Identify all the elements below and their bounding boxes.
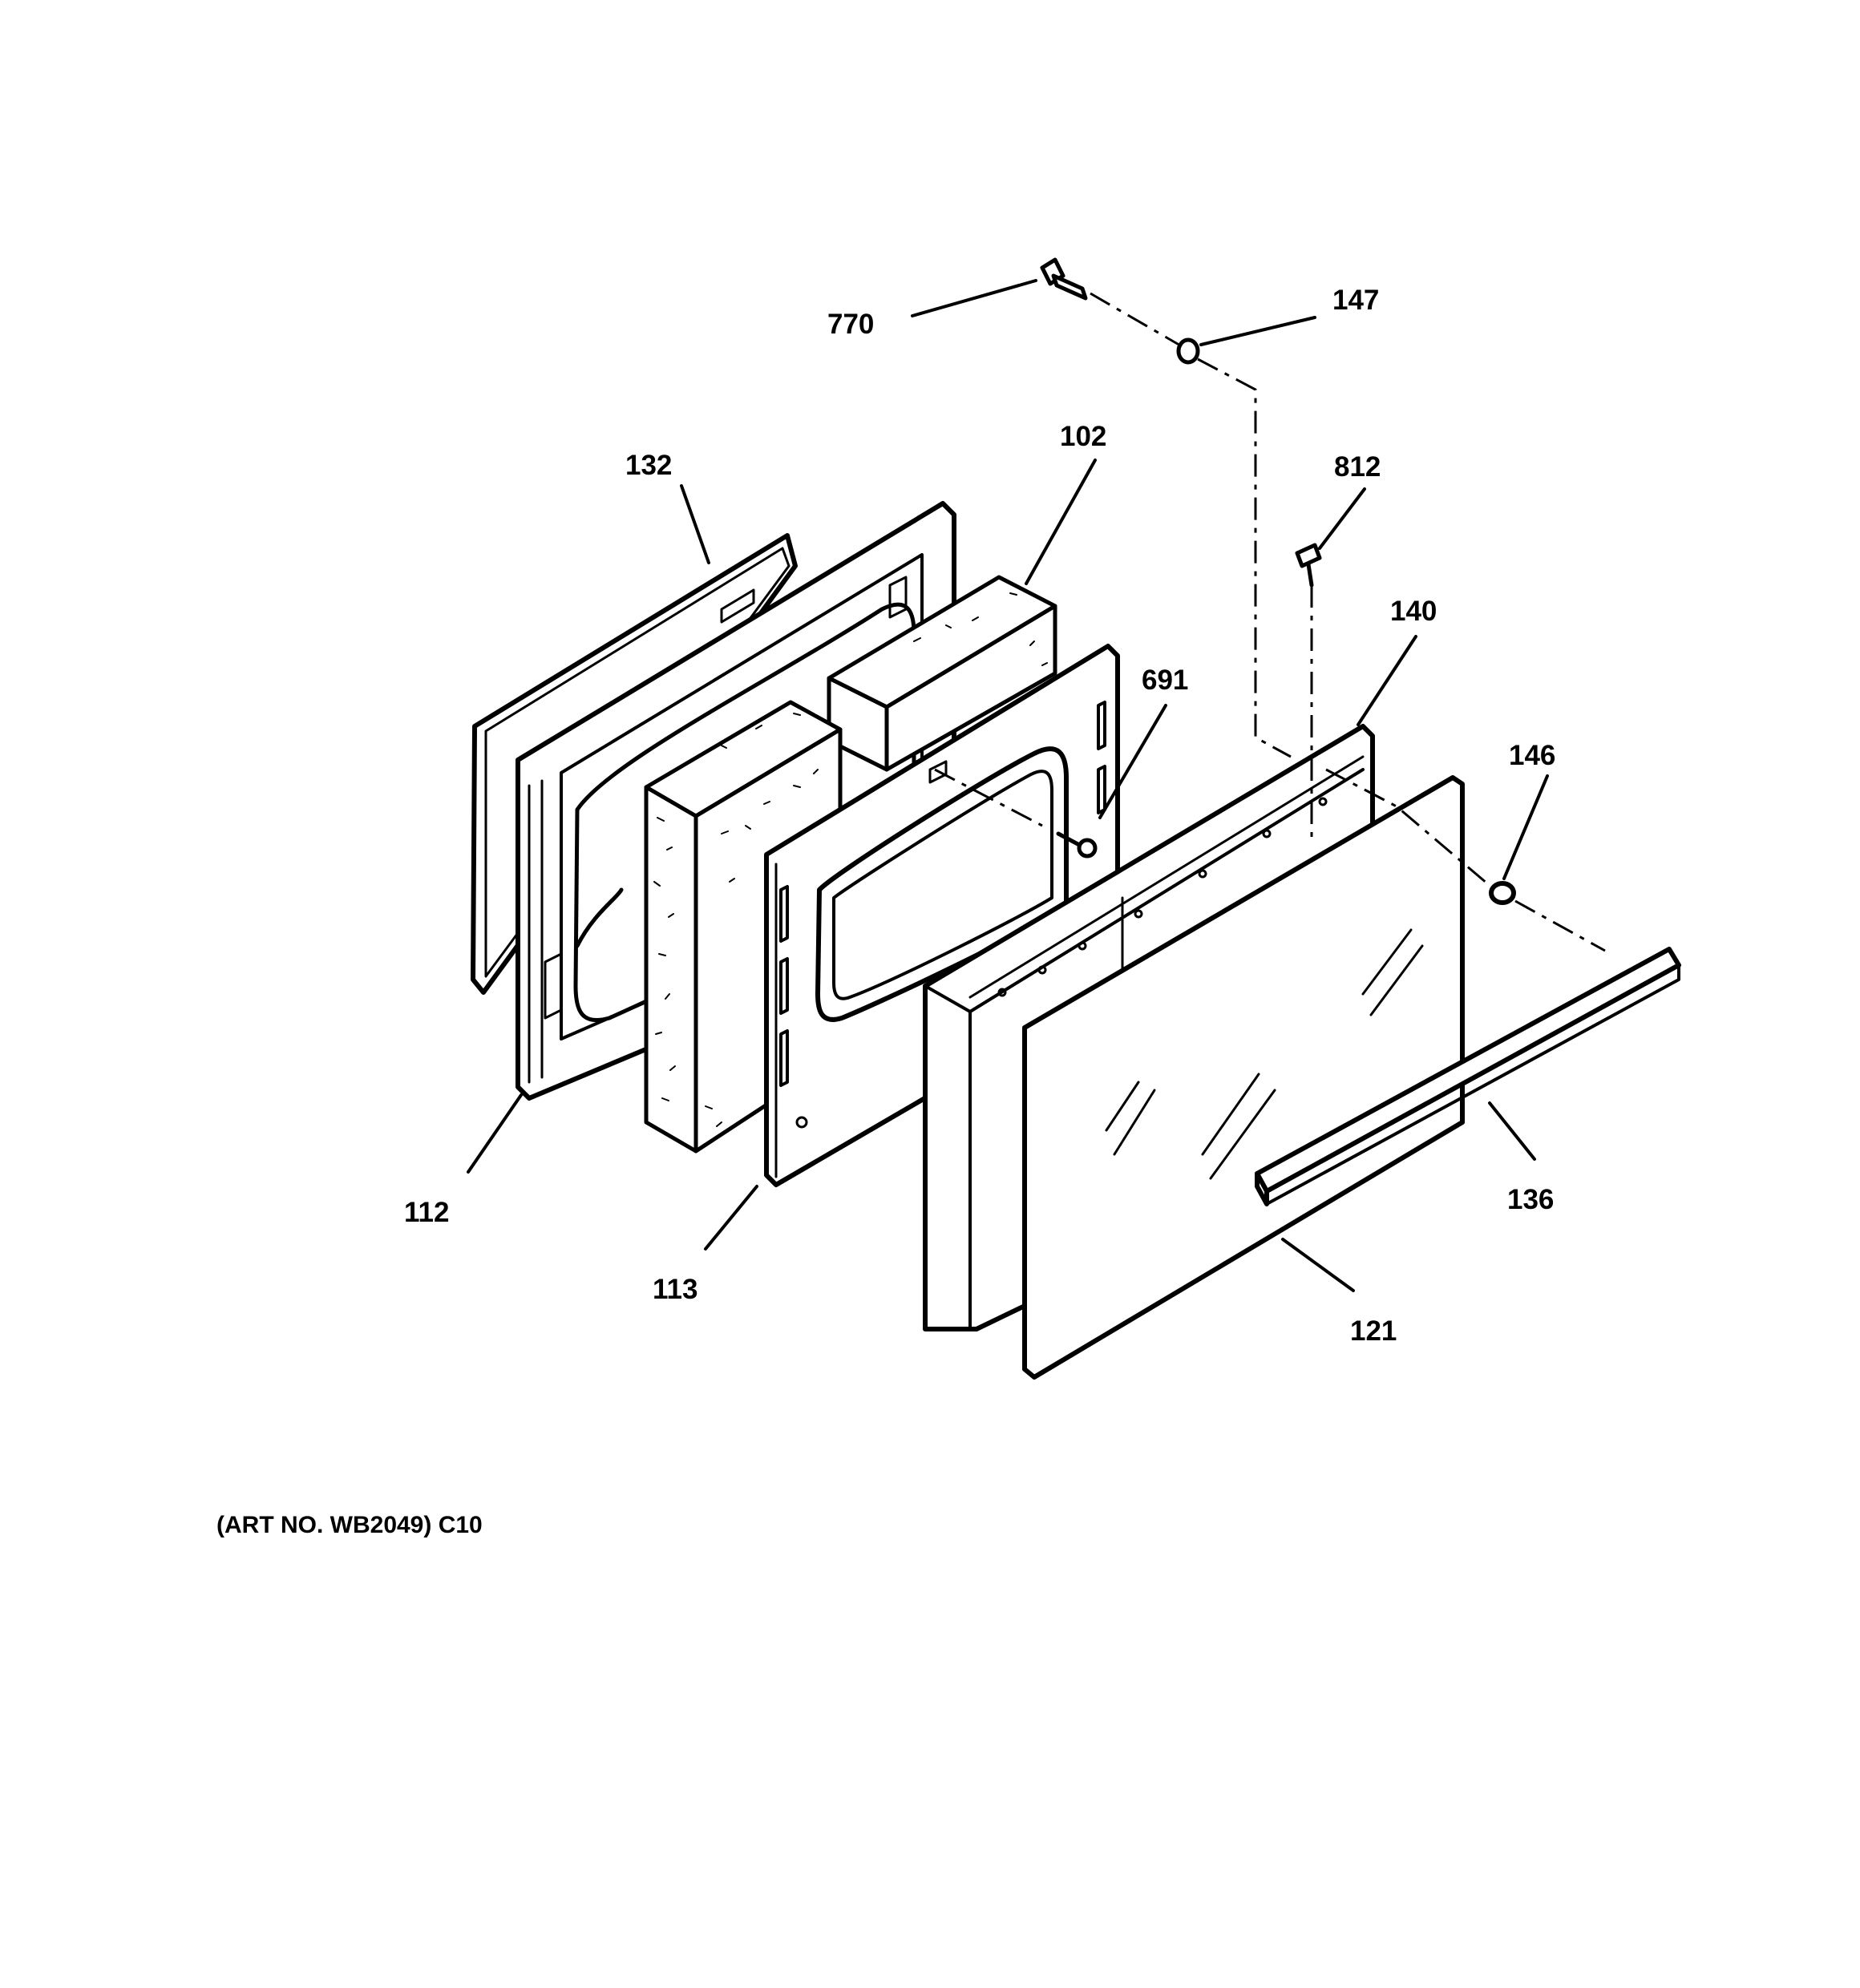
door-handle <box>1255 947 1681 1206</box>
label-121: 121 <box>1350 1315 1397 1347</box>
insulation-block-rear <box>827 575 1057 772</box>
label-136: 136 <box>1507 1184 1554 1215</box>
leader-lines <box>467 279 1549 1292</box>
label-140: 140 <box>1390 596 1437 627</box>
part-labels: 770 147 132 102 812 140 691 146 112 113 … <box>404 285 1555 1347</box>
screw-691 <box>1056 831 1098 859</box>
washer <box>1176 337 1200 365</box>
assembly-lines <box>934 292 1606 952</box>
art-number-caption: (ART NO. WB2049) C10 <box>216 1512 483 1538</box>
label-112: 112 <box>404 1197 449 1228</box>
label-146: 146 <box>1509 740 1555 771</box>
handle-plug <box>1489 881 1516 905</box>
label-102: 102 <box>1060 421 1106 452</box>
label-147: 147 <box>1332 285 1379 316</box>
label-691: 691 <box>1142 665 1188 696</box>
outer-glass <box>1022 775 1465 1380</box>
screw-812 <box>1295 543 1322 588</box>
label-113: 113 <box>653 1274 698 1305</box>
label-812: 812 <box>1334 451 1381 483</box>
hinge-pin <box>1040 257 1088 301</box>
label-770: 770 <box>827 309 874 340</box>
label-132: 132 <box>625 450 672 481</box>
